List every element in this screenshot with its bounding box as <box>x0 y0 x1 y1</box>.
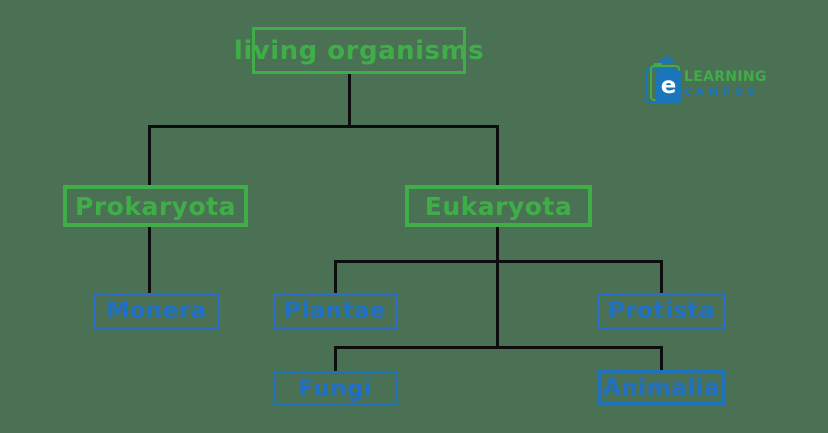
connector-eukaryota-stem <box>496 227 499 349</box>
node-prokaryota: Prokaryota <box>63 185 248 227</box>
connector-level2-horizontal <box>334 260 663 263</box>
logo-campus-text: CAMPUS <box>684 86 760 98</box>
connector-eukaryota-drop <box>496 125 499 186</box>
node-living-organisms: living organisms <box>234 27 484 74</box>
connector-prokaryota-monera <box>148 227 151 294</box>
node-plantae: Plantae <box>273 293 397 329</box>
connector-fungi-drop <box>334 346 337 372</box>
connector-level1-horizontal <box>148 125 499 128</box>
node-monera: Monera <box>93 293 220 329</box>
connector-level3-horizontal <box>334 346 663 349</box>
logo-learning-text: LEARNING <box>684 69 767 85</box>
logo-laptop-icon <box>654 63 662 66</box>
logo-brand-text: LEARNING CAMPUS <box>684 70 767 98</box>
logo-figure-body-icon <box>659 60 673 63</box>
elearning-campus-logo: e LEARNING CAMPUS <box>644 52 776 108</box>
connector-animalia-drop <box>660 346 663 372</box>
node-fungi: Fungi <box>273 371 398 406</box>
logo-e-book-icon: e <box>655 70 682 103</box>
connector-prokaryota-drop <box>148 125 151 186</box>
logo-figure-icon <box>665 55 670 60</box>
connector-root-stem <box>348 73 351 127</box>
node-eukaryota: Eukaryota <box>405 185 592 227</box>
node-protista: Protista <box>598 293 725 329</box>
connector-plantae-drop <box>334 260 337 294</box>
node-animalia: Animalia <box>598 370 725 405</box>
connector-protista-drop <box>660 260 663 294</box>
